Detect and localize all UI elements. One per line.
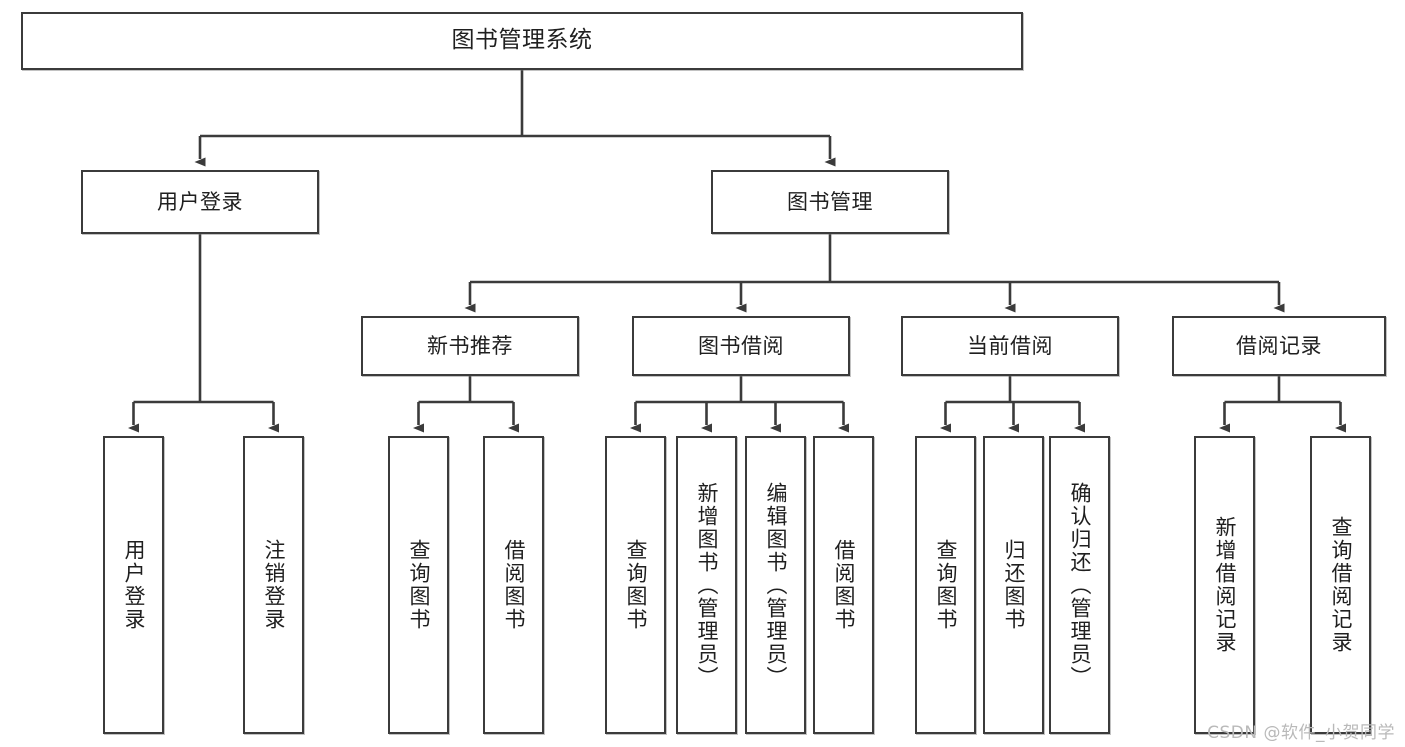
leaf-leaf-query-book-2[interactable]: 查询图书	[605, 436, 666, 734]
leaf-leaf-query-record[interactable]: 查询借阅记录	[1310, 436, 1371, 734]
node-label: 新增借阅记录	[1212, 516, 1237, 654]
leaf-leaf-query-book-1[interactable]: 查询图书	[388, 436, 449, 734]
node-label: 查询图书	[406, 539, 431, 631]
node-book-management[interactable]: 图书管理	[711, 170, 949, 234]
node-label: 归还图书	[1001, 539, 1026, 631]
leaf-leaf-logout[interactable]: 注销登录	[243, 436, 304, 734]
leaf-leaf-return-book[interactable]: 归还图书	[983, 436, 1044, 734]
leaf-leaf-borrow-book-2[interactable]: 借阅图书	[813, 436, 874, 734]
leaf-leaf-add-book[interactable]: 新增图书（管理员）	[676, 436, 737, 734]
leaf-leaf-query-book-3[interactable]: 查询图书	[915, 436, 976, 734]
node-label: 借阅记录	[1236, 333, 1322, 358]
node-label: 查询图书	[933, 539, 958, 631]
node-label: 借阅图书	[501, 539, 526, 631]
node-label: 图书管理	[787, 189, 873, 214]
node-current-borrow[interactable]: 当前借阅	[901, 316, 1119, 376]
leaf-leaf-borrow-book-1[interactable]: 借阅图书	[483, 436, 544, 734]
node-label: 查询图书	[623, 539, 648, 631]
node-label: 新增图书（管理员）	[694, 481, 719, 689]
node-book-borrow[interactable]: 图书借阅	[632, 316, 850, 376]
node-root[interactable]: 图书管理系统	[21, 12, 1023, 70]
node-label: 用户登录	[157, 189, 243, 214]
node-label: 当前借阅	[967, 333, 1053, 358]
node-label: 图书管理系统	[451, 27, 593, 54]
watermark: CSDN @软件_小贺同学	[1207, 723, 1395, 743]
leaf-leaf-edit-book[interactable]: 编辑图书（管理员）	[745, 436, 806, 734]
node-label: 图书借阅	[698, 333, 784, 358]
leaf-leaf-user-login[interactable]: 用户登录	[103, 436, 164, 734]
connectors	[128, 70, 1346, 433]
node-label: 编辑图书（管理员）	[763, 481, 788, 689]
node-new-book-recommend[interactable]: 新书推荐	[361, 316, 579, 376]
node-label: 查询借阅记录	[1328, 516, 1353, 654]
node-label: 确认归还（管理员）	[1067, 481, 1092, 689]
node-label: 注销登录	[261, 539, 286, 631]
node-label: 新书推荐	[427, 333, 513, 358]
node-borrow-record[interactable]: 借阅记录	[1172, 316, 1386, 376]
node-label: 借阅图书	[831, 539, 856, 631]
node-label: 用户登录	[121, 539, 146, 631]
node-user-login[interactable]: 用户登录	[81, 170, 319, 234]
leaf-leaf-add-record[interactable]: 新增借阅记录	[1194, 436, 1255, 734]
leaf-leaf-confirm-return[interactable]: 确认归还（管理员）	[1049, 436, 1110, 734]
